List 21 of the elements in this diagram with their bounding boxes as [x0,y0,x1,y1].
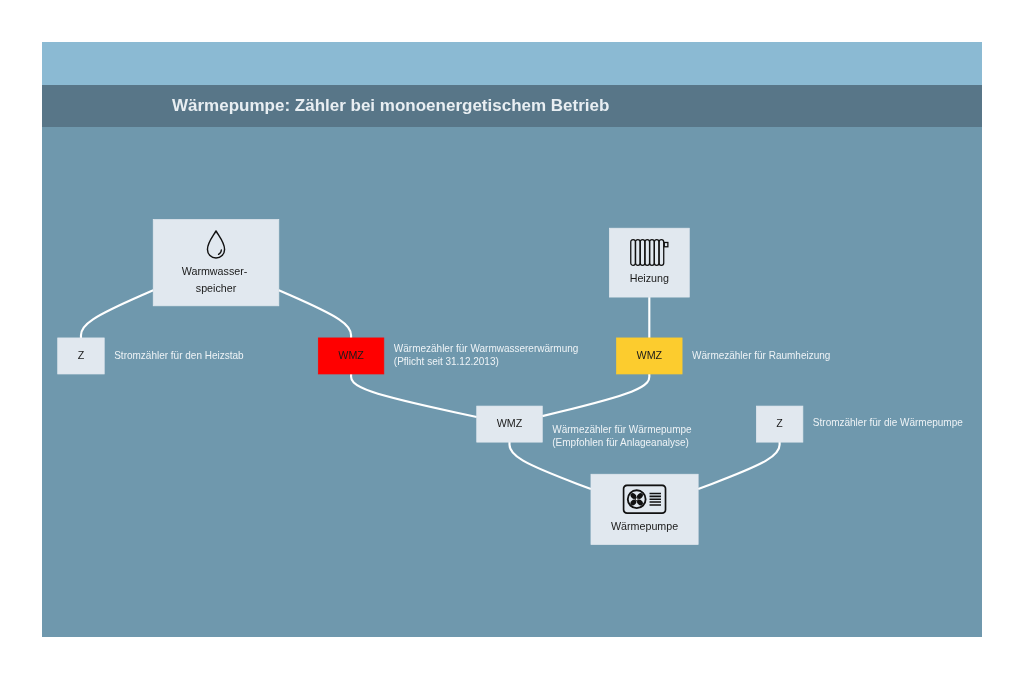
connector-line [508,442,592,491]
connector-line [350,373,477,419]
diagram-title: Wärmepumpe: Zähler bei monoenergetischem Betrieb [172,96,610,116]
meter-label: WMZ [496,417,523,430]
connector-line [697,442,781,491]
connector-line [648,297,651,338]
connector-line [278,289,353,338]
meter-label: WMZ [338,349,364,362]
component-label: Heizung [629,272,669,285]
connector-line [542,373,651,418]
meter-note: Stromzähler für die Wärmepumpe [812,416,964,430]
meter-note: Wärmezähler für Wärmepumpe (Empfohlen für Anlageanalyse) [552,423,693,449]
component-label: Warmwasser- speicher [181,265,249,294]
component-label: Wärmepumpe [610,519,679,533]
connector-line [79,289,154,338]
meter-note: Stromzähler für den Heizstab [114,348,245,362]
meter-label: Z [776,417,783,430]
meter-note: Wärmezähler für Warmwassererwärmung (Pflicht seit 31.12.2013) [393,342,580,368]
meter-note: Wärmezähler für Raumheizung [692,348,831,362]
meter-label: Z [77,349,85,362]
meter-label: WMZ [636,349,663,362]
